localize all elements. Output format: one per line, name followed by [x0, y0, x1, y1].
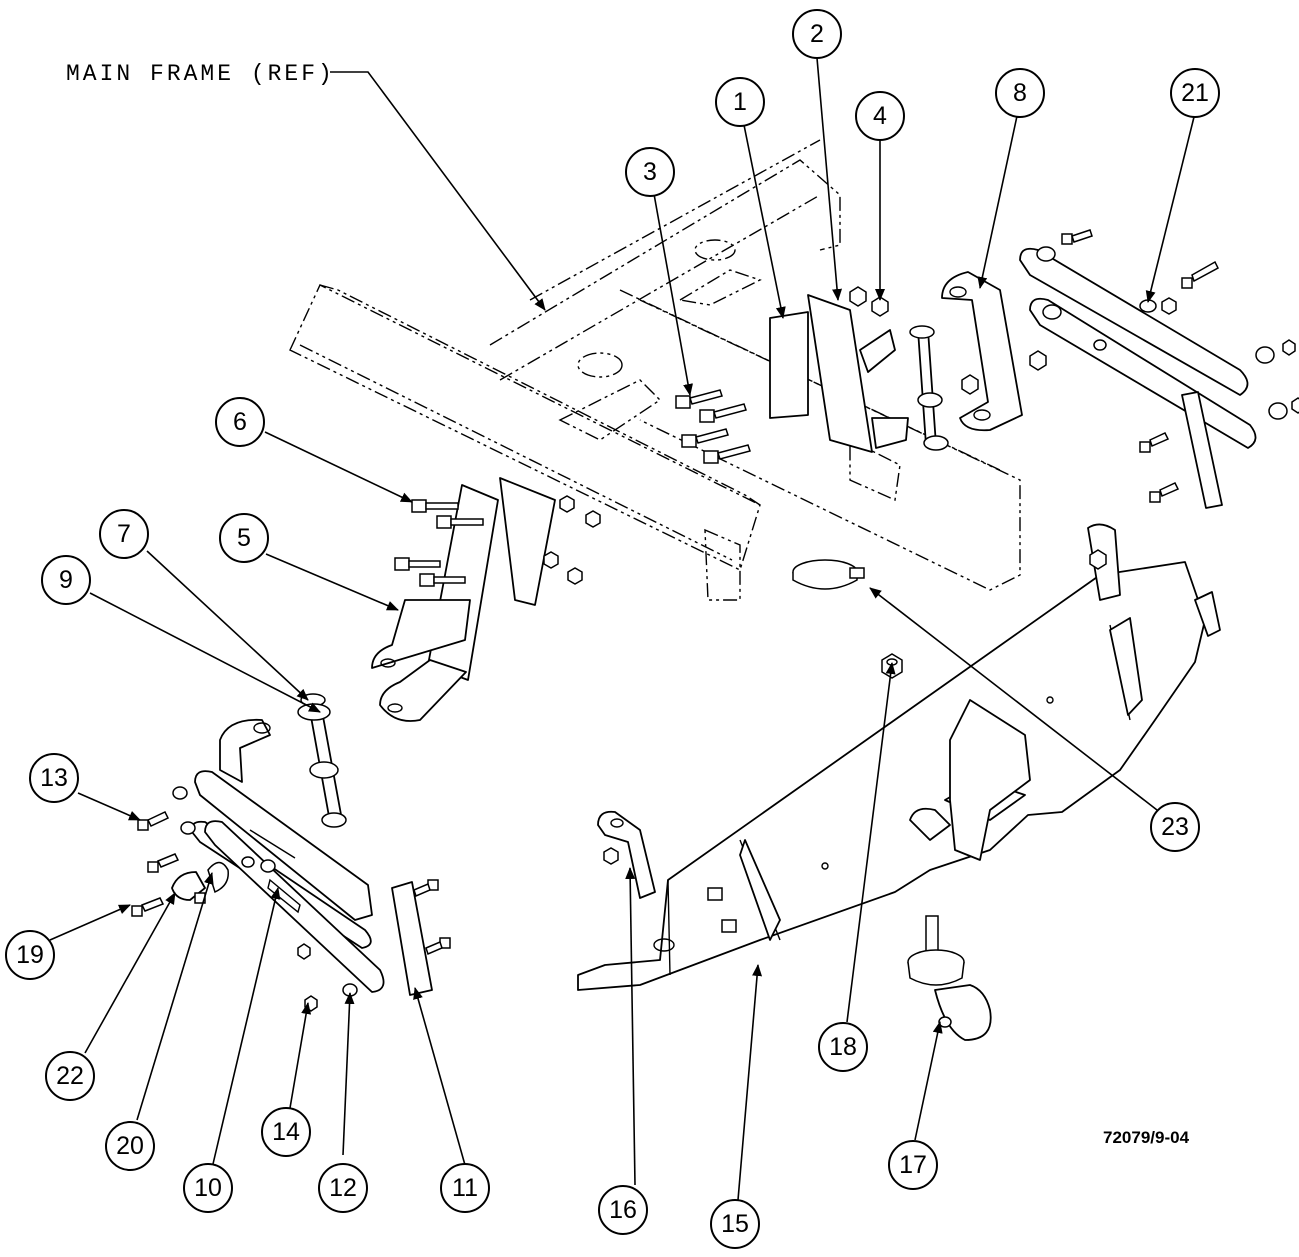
svg-text:3: 3	[643, 158, 657, 186]
balloon-6: 6	[215, 397, 265, 447]
balloon-15: 15	[710, 1199, 760, 1249]
part-17-caster	[907, 915, 992, 1041]
svg-text:16: 16	[609, 1196, 637, 1224]
svg-text:23: 23	[1161, 813, 1189, 841]
part-10-link-arms	[172, 770, 385, 1012]
balloon-19: 19	[5, 930, 55, 980]
balloon-22: 22	[45, 1051, 95, 1101]
balloon-8: 8	[995, 68, 1045, 118]
balloon-18: 18	[818, 1022, 868, 1072]
balloon-10: 10	[183, 1163, 233, 1213]
svg-text:1: 1	[733, 88, 747, 116]
balloon-9: 9	[41, 555, 91, 605]
part-2-plate	[807, 294, 909, 453]
svg-text:12: 12	[329, 1174, 357, 1202]
svg-text:2: 2	[810, 20, 824, 48]
part-5-rear-plate	[499, 477, 556, 606]
svg-text:15: 15	[721, 1210, 749, 1238]
svg-text:20: 20	[116, 1132, 144, 1160]
part-1-plate	[769, 311, 809, 419]
svg-text:8: 8	[1013, 79, 1027, 107]
balloon-4: 4	[855, 91, 905, 141]
balloon-12: 12	[318, 1163, 368, 1213]
svg-text:9: 9	[59, 566, 73, 594]
balloon-5: 5	[219, 513, 269, 563]
balloon-2: 2	[792, 9, 842, 59]
leader-lines	[49, 57, 1195, 1201]
svg-text:13: 13	[40, 764, 68, 792]
main-frame-ref-label: MAIN FRAME (REF)	[66, 61, 335, 87]
balloon-13: 13	[29, 753, 79, 803]
svg-text:7: 7	[117, 520, 131, 548]
part-4-nuts	[849, 286, 1047, 395]
svg-text:4: 4	[873, 102, 887, 130]
balloon-17: 17	[888, 1140, 938, 1190]
part-8-bracket	[941, 271, 1023, 432]
svg-text:19: 19	[16, 941, 44, 969]
part-19-bolt	[131, 853, 180, 917]
svg-text:21: 21	[1181, 79, 1209, 107]
balloon-1: 1	[715, 77, 765, 127]
svg-text:11: 11	[452, 1174, 478, 1202]
main-frame-reference	[289, 139, 1021, 601]
svg-text:17: 17	[899, 1151, 927, 1179]
balloon-20: 20	[105, 1121, 155, 1171]
balloon-21: 21	[1170, 68, 1220, 118]
part-7-shaft	[297, 693, 347, 828]
balloon-3: 3	[625, 147, 675, 197]
svg-text:22: 22	[56, 1062, 84, 1090]
balloon-14: 14	[261, 1107, 311, 1157]
balloon-16: 16	[598, 1185, 648, 1235]
drawing-number: 72079/9-04	[1103, 1128, 1190, 1147]
balloon-11: 11	[440, 1163, 490, 1213]
svg-text:5: 5	[237, 524, 251, 552]
part-13-bolt	[137, 811, 170, 831]
svg-text:6: 6	[233, 408, 247, 436]
part-23-clamp	[792, 559, 865, 590]
svg-text:10: 10	[194, 1174, 222, 1202]
svg-text:14: 14	[272, 1118, 300, 1146]
right-shaft	[909, 325, 949, 451]
part-21-link-arms	[1019, 229, 1299, 509]
part-16-bracket	[597, 810, 656, 899]
balloon-7: 7	[99, 509, 149, 559]
left-upper-bracket	[219, 718, 271, 783]
part-15-lower-frame	[577, 523, 1221, 991]
svg-text:18: 18	[829, 1033, 857, 1061]
part-11-plate	[391, 879, 451, 996]
balloon-23: 23	[1150, 802, 1200, 852]
part-3-bolts	[675, 389, 751, 464]
part-6-bolts	[394, 495, 601, 587]
